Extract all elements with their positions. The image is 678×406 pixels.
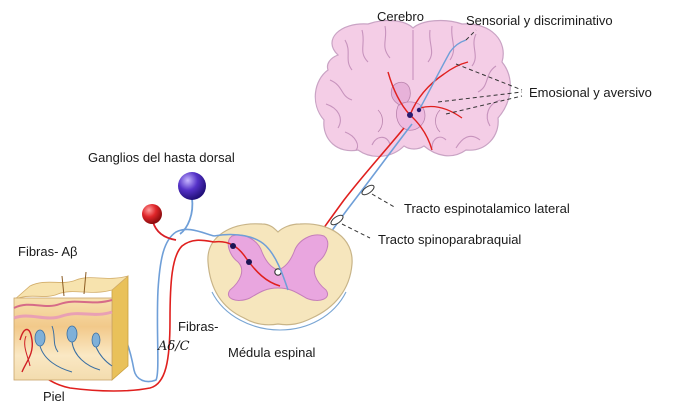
brain-nucleus-dot: [417, 108, 421, 112]
label-fibras-ab: Fibras- Aβ: [18, 244, 78, 259]
ganglion-red-stalk: [153, 222, 176, 240]
tract-lateral-leader: [372, 194, 396, 208]
skin-block: [14, 272, 128, 380]
ganglion-purple: [178, 172, 206, 200]
label-fibras-adc: Fibras-: [178, 319, 218, 334]
label-sensorial: Sensorial y discriminativo: [466, 13, 613, 28]
label-fibras-adc-type: Aδ/C: [157, 339, 190, 354]
label-tracto-lateral: Tracto espinotalamico lateral: [404, 201, 570, 216]
label-cerebro: Cerebro: [377, 9, 424, 24]
skin-side-face: [112, 276, 128, 380]
label-piel: Piel: [43, 389, 65, 404]
brain-section: [315, 21, 522, 157]
brain-nucleus-dot: [407, 112, 413, 118]
label-tracto-parabraquial: Tracto spinoparabraquial: [378, 232, 521, 247]
dorsal-horn-neuron: [230, 243, 236, 249]
spinal-cord: [208, 224, 352, 330]
ganglion-red: [142, 204, 162, 224]
tract-parabraquial-leader: [342, 224, 370, 238]
ganglion-purple-stalk: [180, 198, 192, 234]
label-emocional: Emosional y aversivo: [529, 85, 652, 100]
label-ganglios: Ganglios del hasta dorsal: [88, 150, 235, 165]
skin-top-face: [14, 276, 128, 300]
label-medula: Médula espinal: [228, 345, 316, 360]
dorsal-horn-neuron: [246, 259, 252, 265]
